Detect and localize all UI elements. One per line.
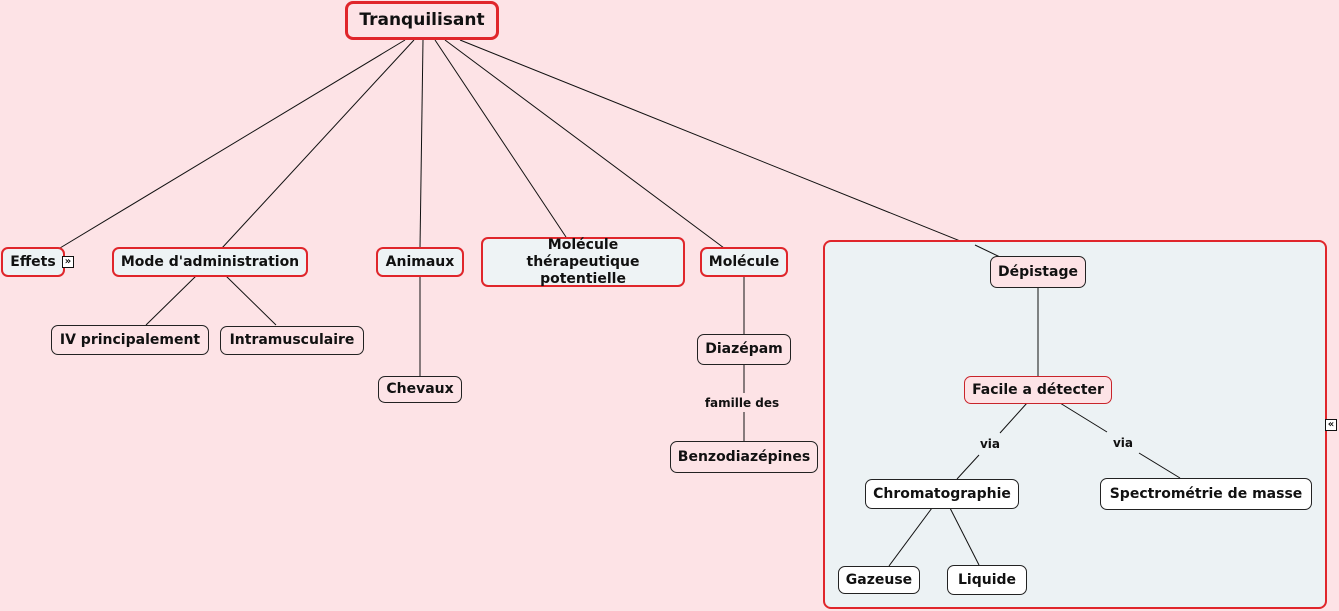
- link-facile-via-right: [1059, 402, 1108, 433]
- link-chromato-liquide: [949, 507, 980, 566]
- link-mode-iv: [145, 275, 197, 326]
- collapse-icon[interactable]: «: [1325, 419, 1337, 431]
- link-label-famille-des: famille des: [704, 396, 780, 410]
- link-via-left-chromato: [956, 454, 980, 480]
- node-animaux[interactable]: Animaux: [376, 247, 464, 277]
- link-label-via-right: via: [1112, 436, 1134, 450]
- expand-icon[interactable]: »: [62, 256, 74, 268]
- link-root-animaux: [419, 39, 424, 249]
- link-chromato-gazeuse: [888, 507, 933, 567]
- node-diazepam[interactable]: Diazépam: [697, 334, 791, 365]
- node-gazeuse[interactable]: Gazeuse: [838, 566, 920, 594]
- node-facile-a-detecter[interactable]: Facile a détecter: [964, 376, 1112, 404]
- node-mode-administration[interactable]: Mode d'administration: [112, 247, 308, 277]
- link-root-mode: [221, 39, 415, 249]
- link-label-via-left: via: [979, 437, 1001, 451]
- link-root-molecule: [444, 39, 725, 249]
- root-label: Tranquilisant: [359, 10, 485, 30]
- node-depistage[interactable]: Dépistage: [990, 256, 1086, 288]
- node-spectrometrie-de-masse[interactable]: Spectrométrie de masse: [1100, 478, 1312, 510]
- link-root-effets: [59, 39, 406, 249]
- node-molecule-therapeutique[interactable]: Molécule thérapeutique potentielle: [481, 237, 685, 287]
- node-chromatographie[interactable]: Chromatographie: [865, 479, 1019, 509]
- link-root-depistage: [459, 39, 1001, 258]
- node-effets[interactable]: Effets: [1, 247, 65, 277]
- node-benzodiazepines[interactable]: Benzodiazépines: [670, 441, 818, 473]
- node-chevaux[interactable]: Chevaux: [378, 376, 462, 403]
- link-mode-intra: [225, 275, 277, 326]
- root-node-tranquilisant[interactable]: Tranquilisant: [345, 1, 499, 40]
- link-root-moltherap: [434, 39, 567, 238]
- node-molecule[interactable]: Molécule: [700, 247, 788, 277]
- depistage-group: [823, 240, 1327, 609]
- link-facile-via-left: [999, 402, 1028, 434]
- node-liquide[interactable]: Liquide: [947, 565, 1027, 595]
- link-root-depistage-inner: [974, 244, 1001, 258]
- node-iv-principalement[interactable]: IV principalement: [51, 325, 209, 355]
- node-intramusculaire[interactable]: Intramusculaire: [220, 326, 364, 355]
- link-via-right-spectro: [1138, 452, 1181, 479]
